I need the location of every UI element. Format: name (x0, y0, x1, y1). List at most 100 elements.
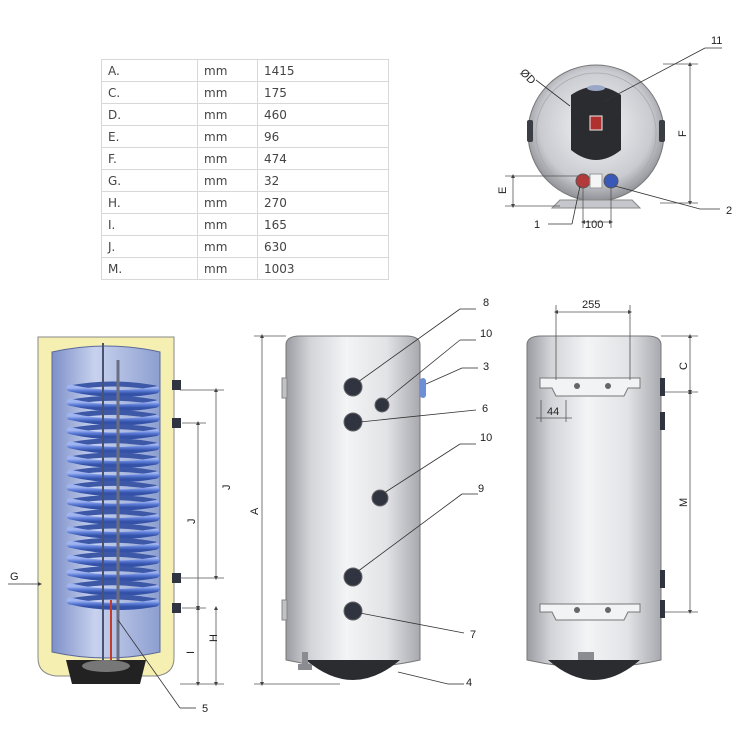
dim-value: 630 (257, 235, 389, 258)
n3-leader (425, 367, 463, 385)
coil-turn (66, 597, 160, 611)
a-label: A (249, 507, 261, 515)
h-label: H (208, 634, 220, 642)
coil-turn (66, 469, 160, 483)
m-label: M (678, 498, 690, 507)
n2-leader (614, 185, 701, 210)
heat-exchanger-coil (66, 381, 160, 611)
upper-bracket-hole-2 (605, 383, 611, 389)
top-vent (587, 85, 605, 91)
coil-turn (66, 455, 160, 469)
drain-valve (302, 652, 308, 666)
front-bracket-bottom (281, 599, 288, 621)
n3-label: 3 (483, 361, 489, 373)
mount-foot (550, 199, 642, 209)
tank-top-inner-ring (535, 72, 657, 194)
hot-outlet-port (575, 173, 591, 189)
d-label: ØD (517, 67, 537, 87)
dim-unit: mm (197, 191, 258, 214)
n11-leader (602, 47, 706, 103)
n10b-leader (383, 443, 461, 494)
w44-label: 44 (547, 406, 559, 418)
port-3 (420, 378, 426, 398)
coil-turn (66, 512, 160, 525)
n1-leader (571, 185, 581, 225)
n1-label: 1 (534, 219, 540, 231)
port-7 (343, 601, 363, 621)
coil-turn (66, 483, 160, 497)
lower-mounting-bracket (539, 603, 641, 621)
back-port-4 (660, 600, 665, 618)
side-port-right (659, 120, 665, 142)
coil-turn (66, 554, 160, 568)
coil-port-upper2 (172, 418, 181, 428)
coil-turn (66, 441, 160, 454)
coil-turn (66, 498, 160, 511)
drain-valve-outlet (298, 664, 312, 670)
back-bottom-cap (548, 660, 640, 680)
n5-leader (117, 619, 181, 709)
n8-leader (357, 308, 461, 383)
back-port-1 (660, 378, 665, 396)
thermostat-display (589, 115, 603, 131)
front-view: A 8 10 3 6 10 9 7 4 (249, 297, 492, 689)
n9-leader (356, 493, 463, 573)
port-10-lower (371, 489, 389, 507)
lower-bracket-hole-1 (574, 607, 580, 613)
flange-plate (82, 660, 130, 672)
f-label: F (677, 130, 689, 137)
n6-label: 6 (482, 403, 488, 415)
port-10-upper (374, 397, 390, 413)
coil-turn (66, 412, 160, 426)
n10a-label: 10 (480, 328, 492, 340)
e-label: E (497, 187, 509, 194)
w255-label: 255 (582, 299, 600, 311)
side-port-left (527, 120, 533, 142)
dim-key: M. (101, 257, 198, 280)
g-label: G (10, 571, 19, 583)
coil-turn (66, 569, 160, 582)
n7-leader (359, 612, 465, 634)
lower-bracket-hole-2 (605, 607, 611, 613)
dim-value: 474 (257, 147, 389, 170)
c-label: C (678, 362, 690, 370)
w100-label: 100 (585, 219, 603, 231)
n10b-label: 10 (480, 432, 492, 444)
coil-turn (66, 398, 160, 412)
coil-turn (66, 583, 160, 596)
port-8 (343, 377, 363, 397)
n4-leader (397, 671, 449, 685)
port-6 (343, 412, 363, 432)
top-view: F E 100 ØD 11 1 2 (497, 35, 732, 231)
i-label: I (185, 651, 197, 654)
back-port-3 (660, 570, 665, 588)
front-bottom-cap (306, 660, 400, 680)
j-label: J (221, 485, 233, 491)
coil-port-upper (172, 380, 181, 390)
coil-port-lower (172, 573, 181, 583)
n6-leader (359, 409, 477, 423)
dim-unit: mm (197, 257, 258, 280)
n5-label: 5 (202, 703, 208, 715)
coil-port-lower2 (172, 603, 181, 613)
coil-turn (66, 384, 160, 398)
n10a-leader (385, 339, 461, 401)
section-view: G J J H I 5 (8, 336, 233, 715)
dim-unit: mm (197, 147, 258, 170)
anode-plate (589, 173, 603, 189)
coil-turn (66, 427, 160, 440)
n2-label: 2 (726, 205, 732, 217)
coil-turn (66, 540, 160, 554)
back-flange (578, 652, 594, 660)
n11-label: 11 (711, 35, 722, 47)
j-inner-label: J (186, 519, 198, 525)
